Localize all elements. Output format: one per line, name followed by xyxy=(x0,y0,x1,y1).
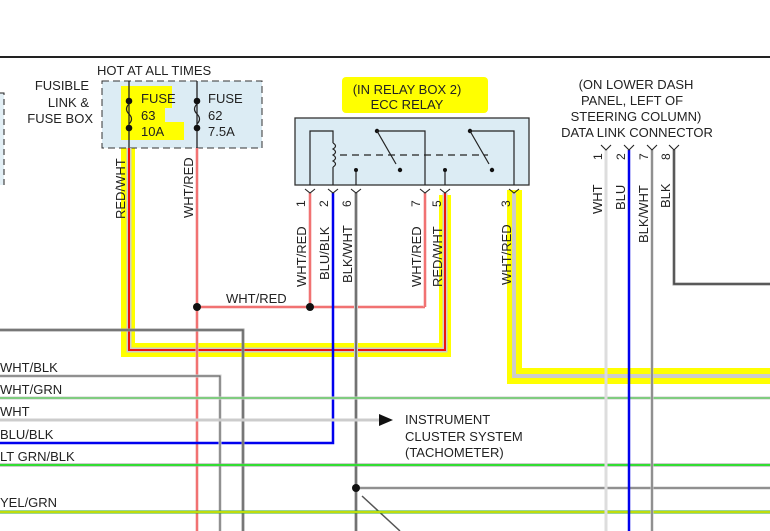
arrow-right-icon xyxy=(379,414,393,426)
ecc-relay: (IN RELAY BOX 2) ECC RELAY xyxy=(294,82,530,194)
dlc-location-line2: PANEL, LEFT OF xyxy=(581,93,683,108)
relay-name-label: ECC RELAY xyxy=(371,97,444,112)
left-wire-label: WHT/GRN xyxy=(0,382,62,397)
splice-wire-label: WHT/RED xyxy=(226,291,287,306)
relay-location-label: (IN RELAY BOX 2) xyxy=(353,82,462,97)
pin-connector-icon xyxy=(439,188,451,194)
left-wire-label: BLU/BLK xyxy=(0,427,54,442)
fuse-62-terminal-top xyxy=(193,97,201,105)
pin-connector-icon xyxy=(304,188,316,194)
fuse-63-highlight-inner xyxy=(121,86,184,140)
dlc-pin-connector-icon xyxy=(646,144,658,151)
data-link-connector: (ON LOWER DASH PANEL, LEFT OF STEERING C… xyxy=(561,77,713,243)
relay-wire-2: BLU/BLK xyxy=(317,226,332,280)
left-wire-label: WHT xyxy=(0,404,30,419)
dlc-location-line3: STEERING COLUMN) xyxy=(571,109,702,124)
fuse-63-terminal-bottom xyxy=(125,124,133,132)
pin-connector-icon xyxy=(508,188,520,194)
splice-point-left xyxy=(193,303,201,311)
relay-wire-6: BLK/WHT xyxy=(340,225,355,283)
dlc-pin-connector-icon xyxy=(600,144,612,151)
left-wire-label: WHT/BLK xyxy=(0,360,58,375)
pin6-dot xyxy=(354,168,358,172)
fuse-62-element-icon xyxy=(193,103,201,125)
wire-pin3 xyxy=(512,193,770,378)
fuse-63-element-icon xyxy=(125,103,133,125)
fuse-62-rating: 7.5A xyxy=(208,124,235,139)
pin-connector-icon xyxy=(350,188,362,194)
relay-wire-5: RED/WHT xyxy=(430,226,445,287)
wire-blu-blk xyxy=(0,193,335,445)
switch2-contact xyxy=(489,167,495,173)
hot-at-all-times-label: HOT AT ALL TIMES xyxy=(97,63,211,78)
switch1-contact xyxy=(397,167,403,173)
relay-pin-6: 6 xyxy=(340,200,354,207)
fuse-63-name: FUSE xyxy=(141,91,176,106)
fuse-62-name: FUSE xyxy=(208,91,243,106)
splice-point-right xyxy=(306,303,314,311)
fuse-box-label-line1: FUSIBLE xyxy=(35,78,90,93)
relay-box xyxy=(294,117,530,186)
dlc-pin-connector-icon xyxy=(668,144,680,151)
wire-wht-blk-core xyxy=(0,375,221,531)
dlc-wire-1: WHT xyxy=(590,184,605,214)
left-wire-label: LT GRN/BLK xyxy=(0,449,75,464)
fuse-62-terminal-bottom xyxy=(193,124,201,132)
relay-pin-2: 2 xyxy=(317,200,331,207)
relay-wire-1: WHT/RED xyxy=(294,226,309,287)
fuse-box-label-line2: LINK & xyxy=(48,95,90,110)
splice-point-bottom xyxy=(352,484,360,492)
relay-pin-3: 3 xyxy=(499,200,513,207)
fuse-63-wire-label: RED/WHT xyxy=(113,158,128,219)
dlc-name: DATA LINK CONNECTOR xyxy=(561,125,713,140)
dlc-pin-1: 1 xyxy=(591,153,605,160)
dlc-wire-8: BLK xyxy=(658,183,673,208)
dlc-pin-7: 7 xyxy=(637,153,651,160)
left-wire-labels: WHT/BLK WHT/GRN WHT BLU/BLK LT GRN/BLK Y… xyxy=(0,360,75,510)
relay-pin-5: 5 xyxy=(430,200,444,207)
relay-pin-connectors xyxy=(304,188,520,194)
relay-switch-2-icon xyxy=(469,130,490,165)
dlc-pin-connector-icon xyxy=(623,144,635,151)
pin5-dot xyxy=(443,168,447,172)
relay-wire-3: WHT/RED xyxy=(499,224,514,285)
relay-pin-7: 7 xyxy=(409,200,423,207)
relay-pin-labels: 1 2 6 7 5 3 WHT/RED BLU/BLK BLK/WHT WHT/… xyxy=(294,200,514,287)
dlc-location-line1: (ON LOWER DASH xyxy=(579,77,694,92)
pin-connector-icon xyxy=(327,188,339,194)
fuse-63-terminal-top xyxy=(125,97,133,105)
fuse-box-label-line3: FUSE BOX xyxy=(27,111,93,126)
fuse-62-wire-label: WHT/RED xyxy=(181,157,196,218)
fuse-62-number: 62 xyxy=(208,108,222,123)
fuse-63-number: 63 xyxy=(141,108,155,123)
destination-line1: INSTRUMENT xyxy=(405,412,490,427)
wire-red-wht xyxy=(128,148,446,351)
dlc-wire-7: BLK/WHT xyxy=(636,185,651,243)
relay-coil-icon xyxy=(331,142,337,168)
switch2-wire xyxy=(470,130,515,185)
destination-line2: CLUSTER SYSTEM xyxy=(405,429,523,444)
pin-connector-icon xyxy=(419,188,431,194)
relay-wire-7: WHT/RED xyxy=(409,226,424,287)
wire-dlc-blk xyxy=(673,150,770,285)
dlc-pin-2: 2 xyxy=(614,153,628,160)
wire-dlc-blk-casing xyxy=(672,150,770,286)
left-wire-label: YEL/GRN xyxy=(0,495,57,510)
destination-line3: (TACHOMETER) xyxy=(405,445,504,460)
wire-layer xyxy=(0,148,770,531)
left-partial-box xyxy=(0,92,5,186)
switch1-wire xyxy=(377,130,426,185)
fuse-63-rating: 10A xyxy=(141,124,164,139)
fuse-box: HOT AT ALL TIMES FUSIBLE LINK & FUSE BOX… xyxy=(27,63,263,149)
dlc-pin-8: 8 xyxy=(659,153,673,160)
relay-label-highlight xyxy=(342,77,488,113)
dlc-wire-2: BLU xyxy=(613,185,628,210)
relay-switch-1-icon xyxy=(376,130,397,165)
coil-feed xyxy=(309,130,334,185)
relay-pin-1: 1 xyxy=(294,200,308,207)
